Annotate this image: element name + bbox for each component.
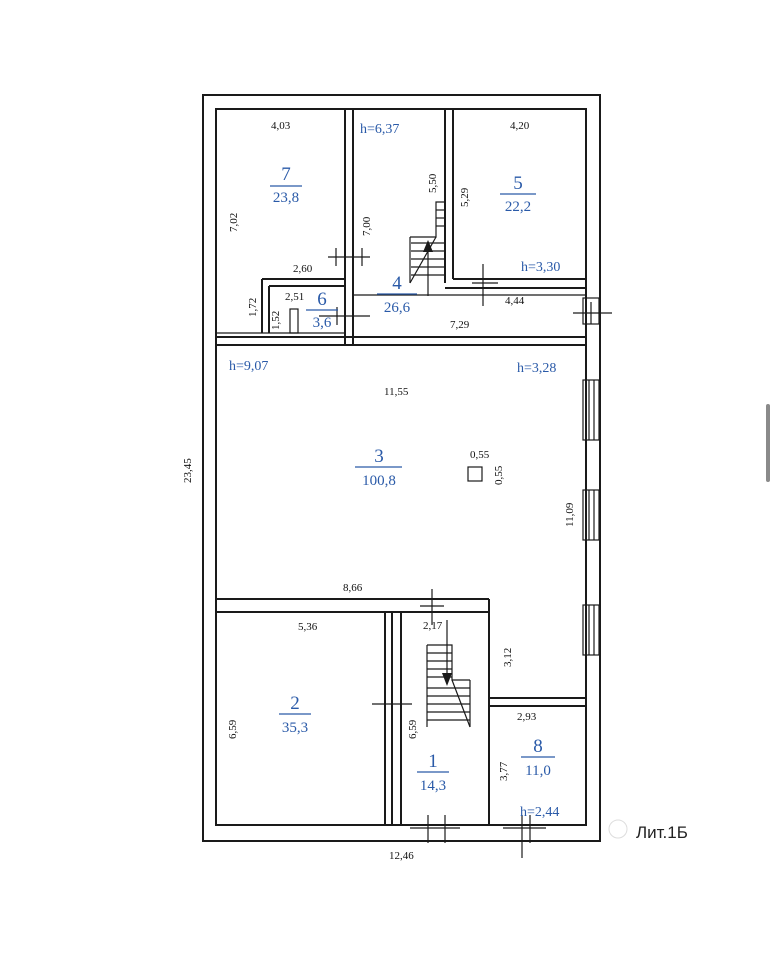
staircase-down-room-1	[426, 620, 471, 728]
room-1-area: 14,3	[420, 778, 446, 794]
bottom-zone-walls	[216, 598, 586, 825]
height-room-3-right: h=3,28	[517, 361, 556, 376]
dim-4-44: 4,44	[505, 295, 525, 307]
height-room-5: h=3,30	[521, 260, 560, 275]
height-room-4: h=6,37	[360, 122, 399, 137]
room-2-number: 2	[290, 693, 300, 714]
room-6-number: 6	[317, 289, 327, 310]
room-fraction-bars	[270, 185, 555, 773]
dim-3-77: 3,77	[498, 761, 510, 781]
room-7-number: 7	[281, 164, 291, 185]
building-label: Лит.1Б	[608, 819, 688, 842]
dim-6-59-room-2: 6,59	[227, 719, 239, 739]
dim-overall-width: 12,46	[389, 850, 414, 862]
room-labels: 7 23,8 5 22,2 4 26,6 6 3,6 3 100,8 2 35,…	[273, 164, 551, 794]
top-zone-walls	[216, 109, 586, 346]
room-8-area: 11,0	[525, 763, 551, 779]
staircase-up-room-4	[409, 201, 445, 296]
dim-4-03: 4,03	[271, 120, 291, 132]
room-2-area: 35,3	[282, 720, 308, 736]
page-scrollbar[interactable]	[766, 404, 770, 482]
room-5-area: 22,2	[505, 199, 531, 215]
room-8-number: 8	[533, 736, 543, 757]
dim-7-00: 7,00	[361, 216, 373, 236]
dimension-labels: 4,03 7,02 2,60 1,72 1,52 2,51 7,00 5,50 …	[182, 120, 576, 862]
dim-1-72: 1,72	[247, 298, 259, 317]
dim-0-55-h: 0,55	[470, 449, 490, 461]
room-5-number: 5	[513, 173, 523, 194]
height-labels: h=6,37 h=3,30 h=9,07 h=3,28 h=2,44	[229, 122, 560, 820]
room-3-area: 100,8	[362, 473, 396, 489]
dim-2-17: 2,17	[423, 620, 443, 632]
height-room-3-left: h=9,07	[229, 359, 268, 374]
dim-8-66: 8,66	[343, 582, 363, 594]
room-4-area: 26,6	[384, 300, 411, 316]
room-4-number: 4	[392, 273, 402, 294]
dim-overall-height: 23,45	[182, 458, 194, 483]
dim-4-20: 4,20	[510, 120, 530, 132]
room-7-area: 23,8	[273, 190, 299, 206]
height-room-8: h=2,44	[520, 805, 559, 820]
dim-5-50: 5,50	[427, 173, 439, 193]
dim-7-29: 7,29	[450, 319, 470, 331]
dim-7-02: 7,02	[228, 213, 240, 232]
dim-0-55-v: 0,55	[493, 465, 505, 485]
door-marks	[319, 248, 612, 858]
building-letter-label: Лит.1Б	[636, 823, 688, 842]
dim-11-55: 11,55	[384, 386, 409, 398]
dim-11-09: 11,09	[564, 502, 576, 527]
dim-2-51: 2,51	[285, 291, 304, 303]
dim-3-12: 3,12	[502, 648, 514, 667]
dim-2-93: 2,93	[517, 711, 537, 723]
dim-5-29: 5,29	[459, 187, 471, 207]
room-1-number: 1	[428, 751, 438, 772]
dim-1-52: 1,52	[270, 311, 282, 330]
dim-6-59-room-1: 6,59	[407, 719, 419, 739]
dim-5-36: 5,36	[298, 621, 318, 633]
room-3-number: 3	[374, 446, 384, 467]
room-6-area: 3,6	[313, 315, 332, 331]
dim-2-60: 2,60	[293, 263, 313, 275]
